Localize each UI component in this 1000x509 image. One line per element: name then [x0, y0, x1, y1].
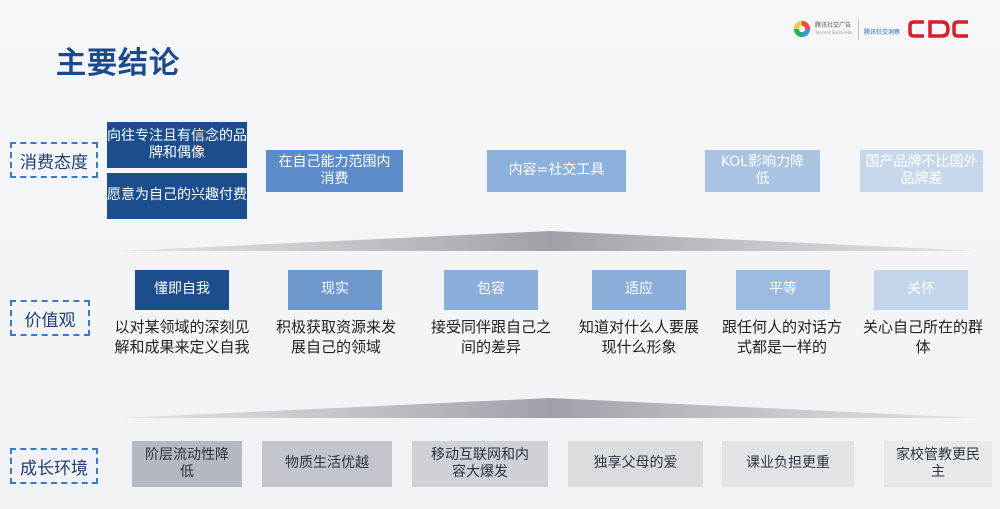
value-desc-6: 关心自己所在的群体	[862, 318, 983, 356]
value-desc-1: 以对某领域的深刻见解和成果来定义自我	[114, 318, 250, 356]
consumption-item-5: KOL影响力降低	[705, 150, 820, 192]
consumption-item-3: 在自己能力范围内消费	[266, 150, 403, 192]
value-tag-3: 包容	[444, 270, 538, 310]
value-tag-5: 平等	[736, 270, 830, 310]
cdc-logo	[908, 18, 972, 46]
environment-item-1: 阶层流动性降低	[132, 441, 242, 487]
value-desc-4: 知道对什么人要展现什么形象	[578, 318, 699, 356]
section-divider-top	[120, 231, 980, 251]
value-tag-1: 懂即自我	[135, 270, 229, 310]
environment-item-2: 物质生活优越	[262, 441, 392, 487]
consumption-item-2: 愿意为自己的兴趣付费	[107, 173, 247, 219]
row-label-consumption: 消费态度	[10, 142, 98, 178]
tencent-insight-logo: 腾讯社交洞察	[864, 29, 901, 36]
pinwheel-icon	[793, 20, 811, 38]
value-desc-2: 积极获取资源来发展自己的领域	[275, 318, 396, 356]
section-divider-bottom	[120, 398, 980, 418]
value-tag-4: 适应	[592, 270, 686, 310]
value-tag-2: 现实	[288, 270, 382, 310]
cdc-logo-mark	[908, 20, 968, 38]
consumption-item-4: 内容=社交工具	[487, 150, 626, 192]
logo-divider	[858, 20, 859, 40]
row-label-values: 价值观	[10, 300, 90, 336]
value-desc-5: 跟任何人的对话方式都是一样的	[721, 318, 842, 356]
value-tag-6: 关怀	[874, 270, 968, 310]
tencent-logo-cn: 腾讯社交广告	[815, 22, 852, 29]
consumption-item-6: 国产品牌不比国外品牌差	[860, 150, 983, 192]
environment-item-4: 独享父母的爱	[568, 441, 703, 487]
environment-item-6: 家校管教更民主	[884, 441, 992, 487]
consumption-item-1: 向往专注且有信念的品牌和偶像	[107, 122, 247, 168]
environment-item-5: 课业负担更重	[722, 441, 854, 487]
tencent-social-ads-logo: 腾讯社交广告 Tencent Social Ads	[793, 20, 852, 38]
tencent-logo-en: Tencent Social Ads	[815, 30, 853, 35]
row-label-environment: 成长环境	[10, 448, 98, 484]
environment-item-3: 移动互联网和内容大爆发	[412, 441, 548, 487]
page-title: 主要结论	[56, 46, 180, 81]
value-desc-3: 接受同伴跟自己之间的差异	[430, 318, 551, 356]
